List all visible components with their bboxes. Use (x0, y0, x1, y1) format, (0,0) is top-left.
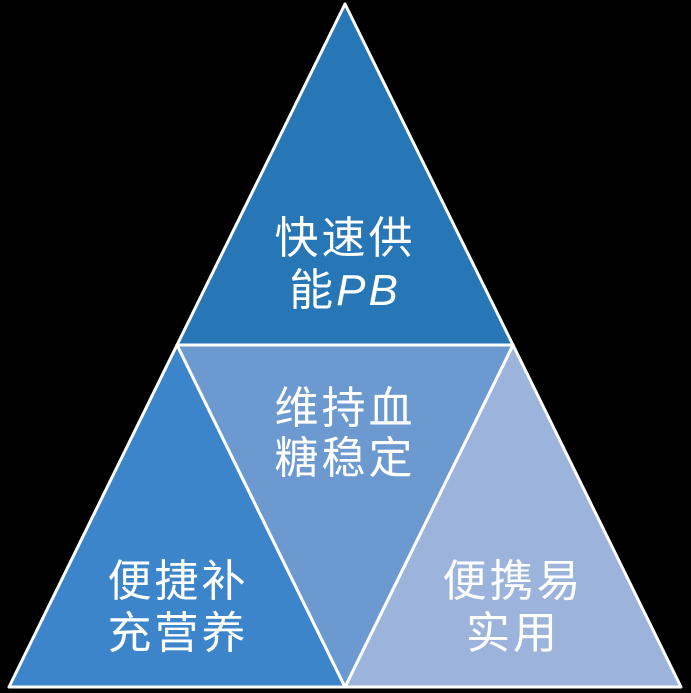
pyramid-section-middle (175, 343, 515, 689)
bottom-left-section-label-line2: 充营养 (108, 609, 249, 658)
top-section-label-line1: 快速供 (275, 214, 416, 263)
middle-section-label-line2: 糖稳定 (275, 434, 416, 483)
bottom-left-section-label-line1: 便捷补 (108, 557, 249, 606)
top-section-label-line2-regular: 能 (289, 266, 336, 315)
top-section-label-line2: 能PB (289, 266, 401, 315)
middle-section-label-line1: 维持血 (275, 384, 416, 433)
bottom-right-section-label-line1: 便携易 (443, 557, 584, 606)
bottom-right-section-label-line2: 实用 (466, 609, 560, 658)
top-section-label-line2-italic: PB (336, 266, 401, 315)
